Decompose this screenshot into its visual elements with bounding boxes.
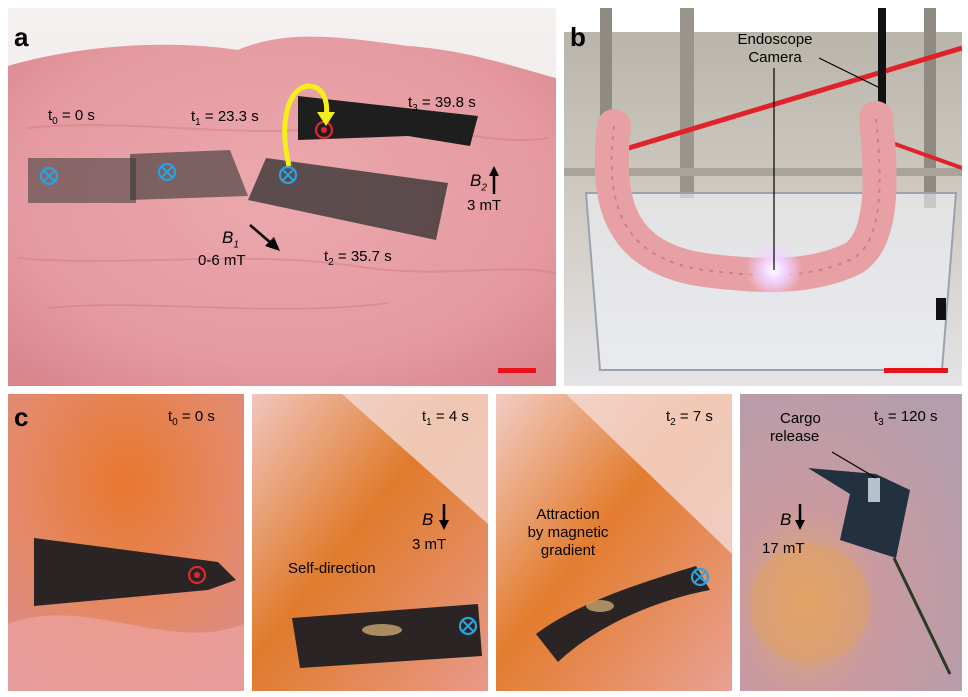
strip [536,566,710,662]
annotation-camera: Camera [748,49,802,66]
frame-3-caption-line-2: release [770,428,820,445]
strip [292,604,482,668]
frame-3-scene [740,394,962,691]
scale-bar [498,368,536,373]
field-b1-arrow-icon [249,224,280,251]
panel-c-frame-3: t3 = 120 s Cargo release B 17 mT [740,394,962,691]
panel-b-scene [564,8,962,386]
panel-a-photo: t0 = 0 s t1 = 23.3 s t3 = 39.8 s t2 = 35… [8,8,556,386]
strip [808,468,910,558]
label-t0: t0 = 0 s [48,107,95,127]
into-page-marker-icon [458,616,478,636]
field-down-arrow-icon [439,504,449,530]
frame-2-caption-line-1: Attraction [536,506,600,523]
frame-1-caption: Self-direction [288,560,376,577]
strip [34,538,236,606]
panel-c-frame-0: t0 = 0 s [8,394,244,691]
strip-t1 [130,150,248,200]
label-t3: t3 = 39.8 s [408,94,476,114]
into-page-marker-icon [278,165,298,185]
label-b1: B1 [222,228,239,251]
panel-a-scene [8,8,556,386]
label-t1: t1 = 23.3 s [191,108,259,128]
frame-1-field-symbol: B [422,510,434,529]
annotation-endoscope: Endoscope [737,31,813,48]
into-page-marker-icon [157,162,177,182]
frame-3-caption-line-1: Cargo [780,410,821,427]
rotation-arrow-icon [282,83,335,167]
frame-0-time: t0 = 0 s [168,408,215,428]
frame-3-field-value: 17 mT [762,540,805,557]
frame-2-caption-line-3: gradient [540,542,596,559]
field-b2-arrow-icon [489,166,499,194]
into-page-marker-icon [39,166,59,186]
frame-3-field-symbol: B [780,510,792,529]
field-down-arrow-icon [795,504,805,530]
frame-2-caption-line-2: by magnetic [527,524,609,541]
panel-c-frame-1: t1 = 4 s B 3 mT Self-direction [252,394,488,691]
label-b2-value: 3 mT [467,197,502,214]
label-t2: t2 = 35.7 s [324,248,392,268]
panel-a-label: a [14,22,29,52]
panel-b-photo: Endoscope Camera [564,8,962,386]
into-page-marker-icon [690,567,710,587]
strip-t2 [248,158,448,240]
label-b1-range: 0-6 mT [198,252,246,269]
panel-c-frame-2: t2 = 7 s Attraction by magnetic gradient [496,394,732,691]
frame-0-scene [8,394,244,691]
frame-1-scene [252,394,488,691]
scale-bar [884,368,948,373]
panel-c-label: c [14,402,29,432]
frame-1-field-value: 3 mT [412,536,447,553]
frame-2-scene [496,394,732,691]
frame-2-time: t2 = 7 s [666,408,713,428]
strip-t3 [298,96,478,146]
label-b2: B2 [470,171,487,194]
out-of-page-marker-icon [187,565,207,585]
frame-3-time: t3 = 120 s [874,408,938,428]
frame-1-time: t1 = 4 s [422,408,469,428]
panel-b-label: b [570,22,586,52]
